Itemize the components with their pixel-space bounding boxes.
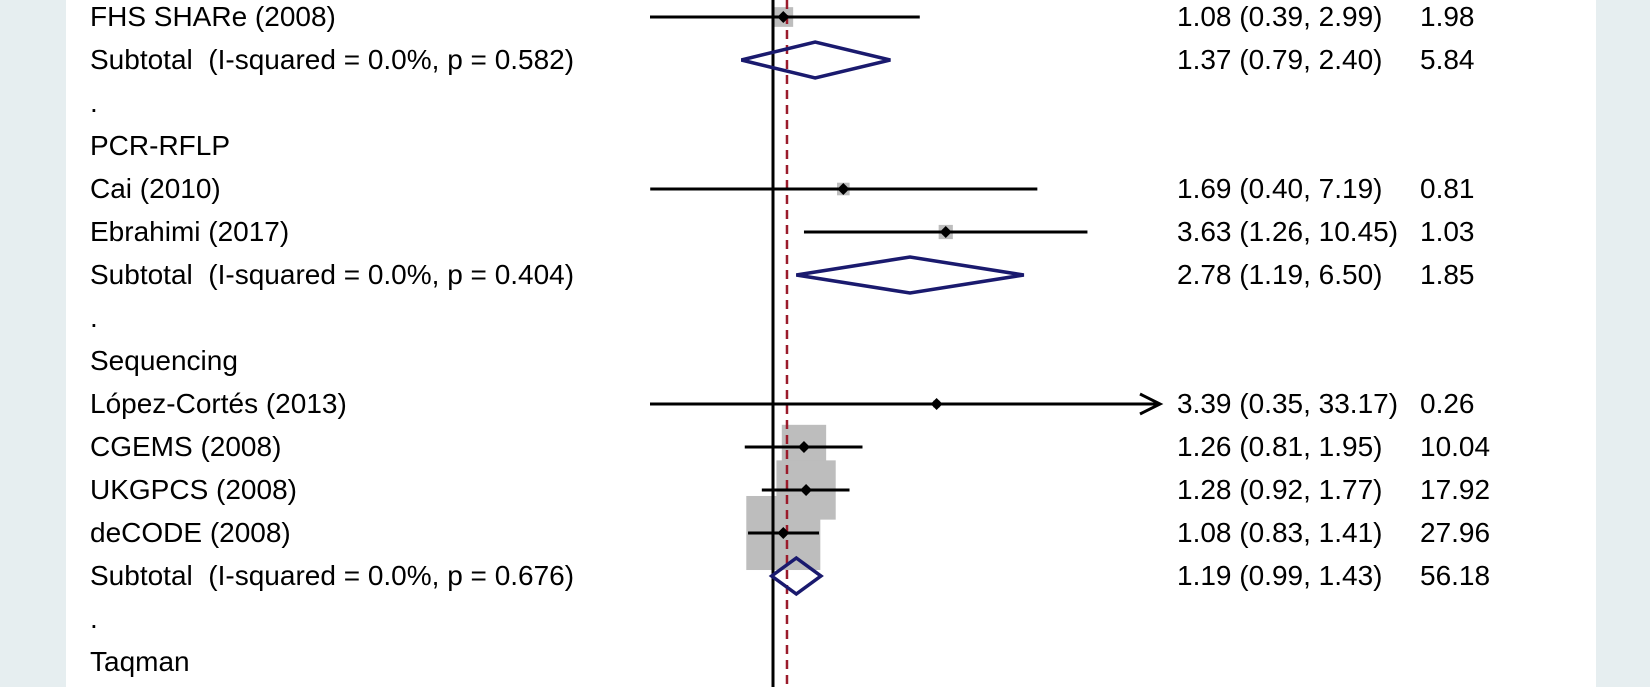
subtotal-diamond bbox=[796, 255, 1025, 295]
spacer-dot: . bbox=[90, 87, 98, 118]
weight-text: 0.81 bbox=[1420, 173, 1475, 204]
weight-text: 1.85 bbox=[1420, 259, 1475, 290]
point-estimate bbox=[777, 527, 790, 539]
weight-text: 1.98 bbox=[1420, 1, 1475, 32]
effect-ci-text: 1.28 (0.92, 1.77) bbox=[1177, 474, 1383, 505]
spacer-dot: . bbox=[90, 603, 98, 634]
weight-boxes bbox=[746, 7, 953, 571]
study-label: UKGPCS (2008) bbox=[90, 474, 297, 505]
weight-text: 17.92 bbox=[1420, 474, 1491, 505]
effect-ci-text: 1.08 (0.83, 1.41) bbox=[1177, 517, 1383, 548]
study-label: CGEMS (2008) bbox=[90, 431, 282, 462]
ci-arrow bbox=[1139, 392, 1164, 416]
point-estimate bbox=[939, 226, 952, 238]
point-estimate bbox=[777, 11, 790, 23]
study-label: deCODE (2008) bbox=[90, 517, 291, 548]
study-label: FHS SHARe (2008) bbox=[90, 1, 336, 32]
effect-ci-text: 1.69 (0.40, 7.19) bbox=[1177, 173, 1383, 204]
subtotal-label: Subtotal (I-squared = 0.0%, p = 0.676) bbox=[90, 560, 575, 591]
weight-text: 5.84 bbox=[1420, 44, 1475, 75]
subtotal-diamonds bbox=[740, 40, 1025, 597]
subtotal-label: Subtotal (I-squared = 0.0%, p = 0.404) bbox=[90, 259, 575, 290]
point-estimate bbox=[797, 441, 810, 453]
ci-lines bbox=[650, 11, 1164, 539]
study-label: Ebrahimi (2017) bbox=[90, 216, 290, 247]
effect-ci-text: 3.63 (1.26, 10.45) bbox=[1177, 216, 1399, 247]
group-header: Sequencing bbox=[90, 345, 238, 376]
weight-text: 56.18 bbox=[1420, 560, 1491, 591]
effect-ci-text: 1.26 (0.81, 1.95) bbox=[1177, 431, 1383, 462]
effect-ci-text: 3.39 (0.35, 33.17) bbox=[1177, 388, 1399, 419]
spacer-dot: . bbox=[90, 302, 98, 333]
effect-ci-text: 1.37 (0.79, 2.40) bbox=[1177, 44, 1383, 75]
point-estimate bbox=[837, 183, 850, 195]
weight-text: 10.04 bbox=[1420, 431, 1491, 462]
effect-ci-text: 1.08 (0.39, 2.99) bbox=[1177, 1, 1383, 32]
point-estimate bbox=[930, 398, 943, 410]
subtotal-label: Subtotal (I-squared = 0.0%, p = 0.582) bbox=[90, 44, 575, 75]
group-header: PCR-RFLP bbox=[90, 130, 231, 161]
subtotal-diamond bbox=[768, 555, 824, 597]
weight-text: 1.03 bbox=[1420, 216, 1475, 247]
study-label: Cai (2010) bbox=[90, 173, 221, 204]
group-header: Taqman bbox=[90, 646, 190, 677]
point-estimate bbox=[800, 484, 813, 496]
weight-text: 27.96 bbox=[1420, 517, 1491, 548]
study-label: López-Cortés (2013) bbox=[90, 388, 347, 419]
effect-ci-text: 1.19 (0.99, 1.43) bbox=[1177, 560, 1383, 591]
effect-ci-text: 2.78 (1.19, 6.50) bbox=[1177, 259, 1383, 290]
plot-panel bbox=[66, 0, 1596, 687]
weight-text: 0.26 bbox=[1420, 388, 1475, 419]
subtotal-diamond bbox=[740, 40, 891, 80]
